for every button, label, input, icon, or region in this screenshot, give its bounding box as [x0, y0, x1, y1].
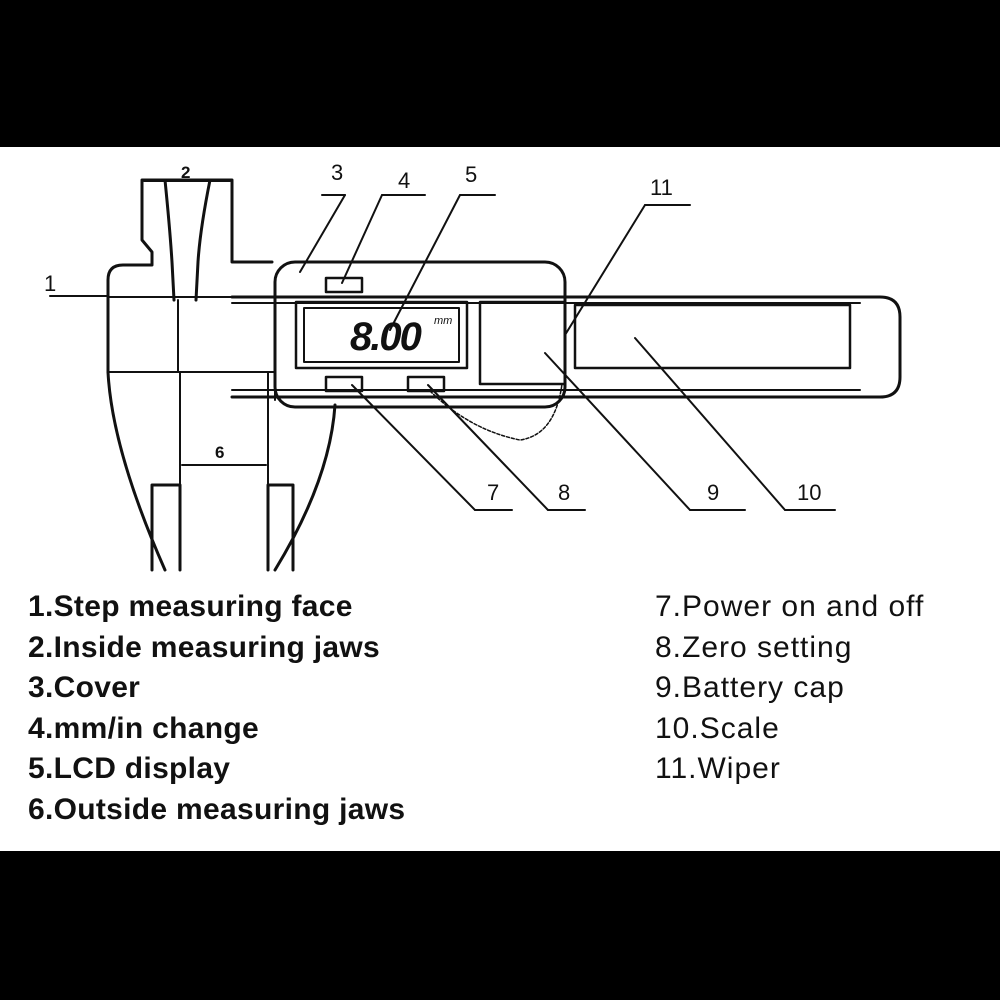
lcd-frame: [294, 300, 469, 370]
legend-left: 1.Step measuring face 2.Inside measuring…: [28, 587, 405, 830]
dimension-2: [141, 179, 233, 193]
legend-item: 7.Power on and off: [655, 590, 925, 623]
battery-chain: [429, 383, 563, 441]
leader-lines: [49, 194, 836, 511]
callout-8: 8: [558, 480, 570, 505]
callout-3: 3: [331, 160, 343, 185]
legend-item: 5.LCD display: [28, 752, 231, 785]
scale-window: [573, 303, 852, 370]
battery-cap: [478, 300, 567, 386]
legend-item: 4.mm/in change: [28, 711, 259, 745]
legend-item: 10.Scale: [655, 711, 780, 745]
legend-item: 1.Step measuring face: [28, 590, 353, 623]
bottom-black-band: [0, 851, 1000, 1000]
callout-10: 10: [797, 480, 821, 505]
callout-6: 6: [215, 443, 224, 462]
legend-item: 3.Cover: [28, 671, 141, 704]
callout-11: 11: [650, 175, 673, 200]
callout-2: 2: [181, 163, 190, 182]
callout-7: 7: [487, 480, 499, 505]
callout-4: 4: [398, 168, 410, 193]
legend-item: 11.Wiper: [655, 752, 781, 785]
legend-right: 7.Power on and off 8.Zero setting 9.Batt…: [655, 587, 924, 790]
legend-item: 6.Outside measuring jaws: [28, 792, 406, 826]
lcd-inner: [303, 307, 460, 363]
callout-5: 5: [465, 162, 477, 187]
callout-1: 1: [44, 271, 56, 296]
legend-item: 9.Battery cap: [655, 671, 845, 704]
zero-button: [406, 375, 446, 393]
legend-item: 8.Zero setting: [655, 630, 853, 664]
power-button: [324, 375, 364, 393]
lcd-reading: 8.00: [350, 315, 422, 359]
callout-9: 9: [707, 480, 719, 505]
sliding-jaw: [266, 371, 337, 572]
legend-item: 2.Inside measuring jaws: [28, 630, 381, 664]
lcd-unit: mm: [434, 315, 452, 327]
top-black-band: [0, 0, 1000, 147]
dimension-6: [179, 454, 269, 479]
diagram-panel: [0, 147, 1000, 851]
fixed-jaw: [106, 178, 276, 572]
